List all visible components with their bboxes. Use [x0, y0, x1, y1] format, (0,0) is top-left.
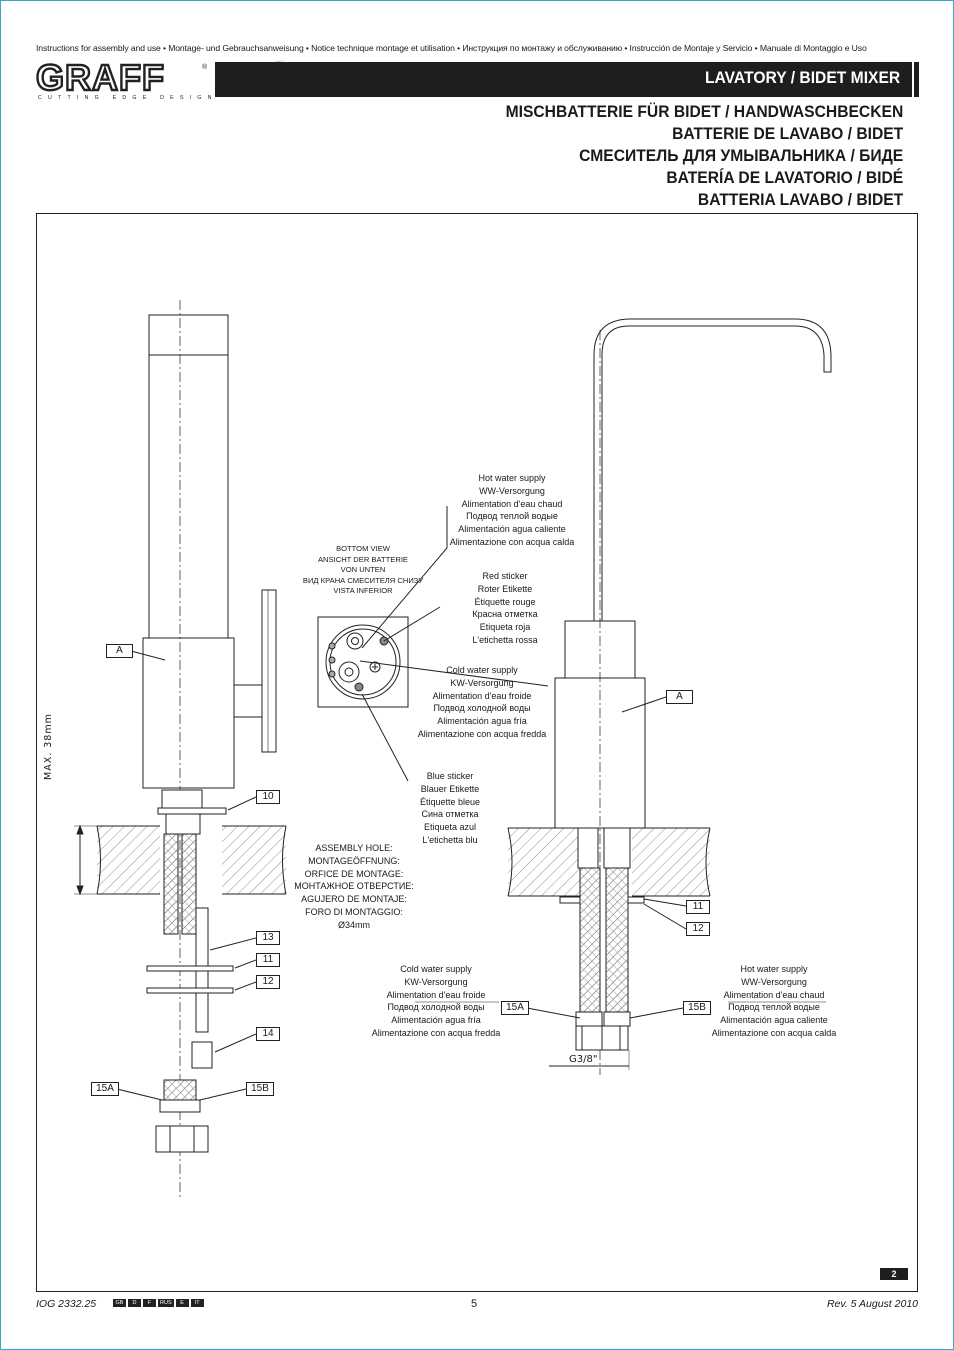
language-tags: GB D F RUS E IT: [113, 1299, 204, 1307]
title-german: MISCHBATTERIE FÜR BIDET / HANDWASCHBECKE…: [505, 102, 903, 121]
tag-10: 10: [256, 790, 280, 804]
left-side-view: [74, 300, 287, 1200]
lang-tag: RUS: [158, 1299, 174, 1307]
tag-a-left: A: [106, 644, 133, 658]
registered-mark: ®: [202, 63, 208, 71]
lang-tag: E: [175, 1299, 189, 1307]
thread-size-label: G3/8": [569, 1054, 598, 1065]
left-lever: [261, 589, 277, 753]
tag-12-left: 12: [256, 975, 280, 989]
tag-15b-left: 15B: [246, 1082, 274, 1096]
bottom-view-diagram: [317, 616, 409, 708]
right-front-view: [507, 318, 832, 1075]
bottom-view-label: BOTTOM VIEW ANSICHT DER BATTERIE VON UNT…: [302, 544, 424, 595]
title-bar-end: [914, 62, 919, 97]
hot-supply-label-low: Hot water supply WW-Versorgung Alimentat…: [711, 964, 837, 1038]
revision-date: Rev. 5 August 2010: [826, 1298, 918, 1310]
left-washer-11: [146, 965, 234, 972]
blue-sticker-mark: [354, 682, 364, 692]
assembly-hole-label: ASSEMBLY HOLE: MONTAGEÖFFNUNG: ORFICE DE…: [294, 843, 414, 930]
right-spout: [593, 318, 832, 622]
page-number: 5: [471, 1298, 478, 1310]
left-nut-14: [191, 1041, 213, 1069]
title-bar: [215, 62, 912, 97]
tag-14: 14: [256, 1027, 280, 1041]
left-washer-12: [146, 987, 234, 994]
left-mixer-body: [142, 637, 235, 789]
lang-tag: GB: [113, 1299, 126, 1307]
tag-13: 13: [256, 931, 280, 945]
cold-supply-label-low: Cold water supply KW-Versorgung Alimenta…: [371, 964, 501, 1038]
instructions-line: Instructions for assembly and use • Mont…: [36, 43, 867, 53]
lang-tag: F: [143, 1299, 156, 1307]
cold-supply-label-mid: Cold water supply KW-Versorgung Alimenta…: [417, 665, 547, 739]
title-english: LAVATORY / BIDET MIXER: [704, 68, 900, 87]
tag-15a-left: 15A: [91, 1082, 119, 1096]
left-spout-body: [148, 314, 229, 639]
tag-15a-right: 15A: [501, 1001, 529, 1015]
graff-logo: GRAFF ® CUTTING EDGE DESIGN: [35, 56, 218, 101]
section-page-badge: 2: [880, 1268, 908, 1280]
hot-supply-label-top: Hot water supply WW-Versorgung Alimentat…: [449, 473, 575, 547]
title-italian: BATTERIA LAVABO / BIDET: [697, 190, 903, 209]
tag-a-right: A: [666, 690, 693, 704]
leader-a-left: [130, 650, 166, 661]
red-sticker-label: Red sticker Roter Etikette Étiquette rou…: [472, 571, 538, 645]
brand-tagline: CUTTING EDGE DESIGN: [38, 95, 218, 101]
brand-text: GRAFF: [36, 57, 165, 98]
tag-15b-right: 15B: [683, 1001, 711, 1015]
lang-tag: D: [128, 1299, 141, 1307]
left-lever-neck: [233, 684, 265, 718]
tag-11-left: 11: [256, 953, 280, 967]
doc-id: IOG 2332.25: [36, 1298, 97, 1310]
left-hose-nut: [155, 1125, 209, 1153]
tag-12-right: 12: [686, 922, 710, 936]
title-russian: СМЕСИТЕЛЬ ДЛЯ УМЫВАЛЬНИКА / БИДЕ: [578, 146, 903, 165]
title-spanish: BATERÍA DE LAVATORIO / BIDÉ: [666, 168, 903, 187]
lang-tag: IT: [190, 1299, 204, 1307]
max-dimension-label: MAX. 38mm: [43, 713, 54, 780]
subtitle-block: MISCHBATTERIE FÜR BIDET / HANDWASCHBECKE…: [505, 101, 903, 211]
drawing-frame: [36, 213, 918, 1292]
blue-sticker-label: Blue sticker Blauer Etikette Étiquette b…: [419, 771, 481, 845]
left-washer-10: [157, 807, 227, 815]
tag-11-right: 11: [686, 900, 710, 914]
title-french: BATTERIE DE LAVABO / BIDET: [671, 124, 903, 143]
